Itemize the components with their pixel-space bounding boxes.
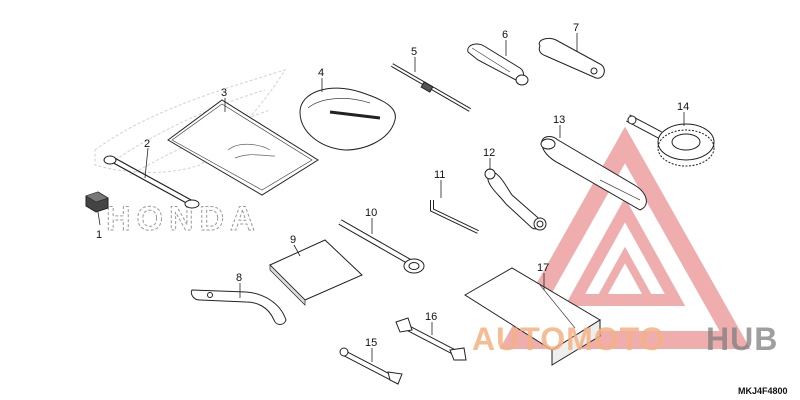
honda-wing-mark xyxy=(94,69,287,176)
callout-15: 15 xyxy=(365,337,377,349)
callout-2: 2 xyxy=(144,138,150,150)
part-16-double-spanner xyxy=(395,317,467,361)
callout-11: 11 xyxy=(434,169,445,181)
callout-14: 14 xyxy=(677,101,689,113)
watermark-logo xyxy=(499,126,751,349)
part-15-open-spanner xyxy=(339,347,403,385)
part-4-tool-bag xyxy=(299,87,396,151)
watermark-hub: HUB xyxy=(706,321,778,357)
callout-8: 8 xyxy=(236,272,242,284)
part-10-socket-wrench xyxy=(338,219,425,274)
callout-6: 6 xyxy=(502,29,508,41)
callout-17: 17 xyxy=(537,262,549,274)
callout-4: 4 xyxy=(318,67,324,79)
callouts: 1 2 3 4 5 6 7 8 9 10 11 12 13 14 15 16 1… xyxy=(96,22,689,349)
callout-9: 9 xyxy=(290,234,296,246)
part-9-cloth xyxy=(269,239,363,306)
callout-1: 1 xyxy=(96,229,102,241)
honda-lettering: HONDA xyxy=(106,200,261,238)
callout-5: 5 xyxy=(411,46,417,58)
callout-10: 10 xyxy=(365,207,377,219)
part-11-hex-key xyxy=(430,200,479,234)
part-13-extension-pipe xyxy=(540,136,647,211)
callout-7: 7 xyxy=(573,22,579,34)
part-3-owner-manual xyxy=(167,99,319,196)
part-17-tool-roll xyxy=(464,267,601,366)
part-1-cap xyxy=(85,191,109,213)
part-12-box-wrench xyxy=(484,168,547,231)
part-5-screwdriver-bit xyxy=(391,63,471,112)
part-7-flat-spanner xyxy=(538,37,605,79)
part-2-strap xyxy=(103,155,200,209)
watermark-automoto: AUTOMOTO xyxy=(472,321,665,357)
diagram-reference-code: MKJ4F4800 xyxy=(738,386,788,396)
callout-13: 13 xyxy=(553,114,565,126)
part-14-adjuster-wheel xyxy=(626,114,715,167)
watermark-text: AUTOMOTO HUB xyxy=(472,321,778,357)
callout-3: 3 xyxy=(221,87,227,99)
callout-12: 12 xyxy=(483,147,495,159)
part-6-screwdriver-handle xyxy=(467,43,529,86)
part-8-hook-spanner xyxy=(190,289,287,325)
callout-16: 16 xyxy=(425,311,437,323)
